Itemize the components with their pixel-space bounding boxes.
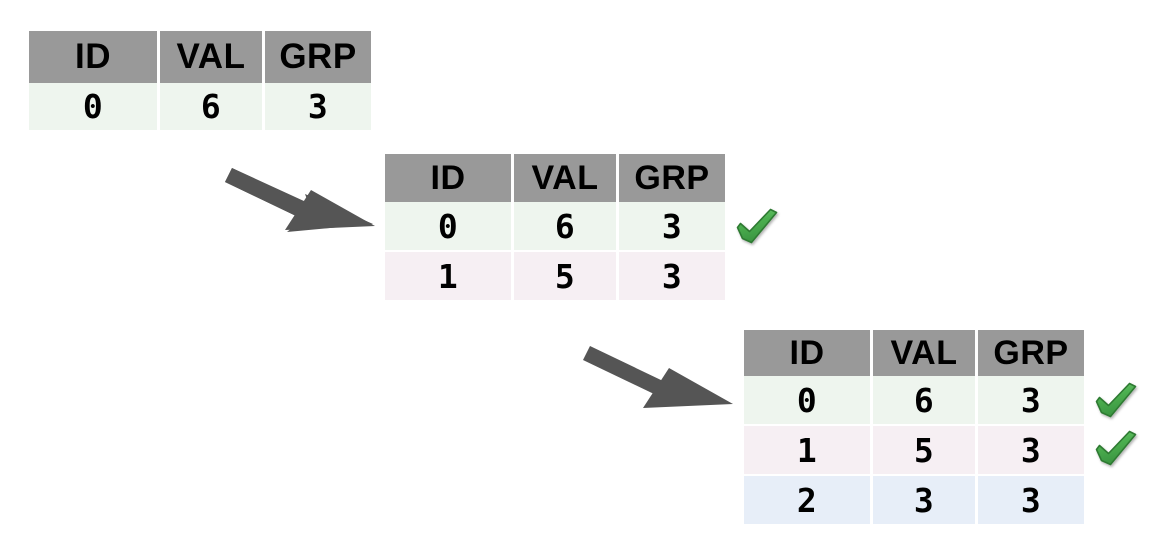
table-row: 0 6 3: [29, 83, 371, 130]
column-divider: [870, 330, 873, 376]
column-divider: [870, 476, 873, 524]
column-divider: [975, 376, 978, 424]
column-header-id: ID: [385, 154, 511, 202]
cell-id: 2: [744, 476, 870, 524]
table-row: 1 5 3: [385, 252, 725, 300]
cell-grp: 3: [978, 426, 1084, 474]
table-row: 2 3 3: [744, 476, 1084, 524]
table-row: 0 6 3: [744, 376, 1084, 424]
column-divider: [870, 376, 873, 424]
column-header-grp: GRP: [978, 330, 1084, 376]
cell-grp: 3: [265, 83, 371, 130]
cell-grp: 3: [978, 476, 1084, 524]
arrow-head: [285, 190, 375, 230]
arrow-step-2-to-3: [583, 346, 733, 408]
column-divider: [262, 83, 265, 130]
cell-grp: 3: [619, 252, 725, 300]
green-check-icon: [1095, 382, 1137, 418]
cell-id: 0: [744, 376, 870, 424]
check-table3-row0: [1095, 382, 1137, 418]
table-step-3: ID VAL GRP 0 6 3 1 5 3 2 3 3: [744, 330, 1084, 524]
green-check-icon: [736, 208, 778, 244]
row-divider: [744, 474, 1084, 476]
cell-val: 6: [160, 83, 262, 130]
column-divider: [616, 252, 619, 300]
column-header-val: VAL: [514, 154, 616, 202]
check-table3-row1: [1095, 430, 1137, 466]
cell-val: 6: [514, 202, 616, 250]
column-divider: [870, 426, 873, 474]
arrow-head: [643, 368, 733, 408]
table-header-row: ID VAL GRP: [385, 154, 725, 202]
cell-val: 5: [873, 426, 975, 474]
table-row: 0 6 3: [385, 202, 725, 250]
cell-val: 5: [514, 252, 616, 300]
column-header-id: ID: [744, 330, 870, 376]
cell-id: 1: [385, 252, 511, 300]
arrow-step-1-to-2: [225, 168, 375, 232]
column-divider: [511, 202, 514, 250]
cell-val: 3: [873, 476, 975, 524]
column-divider: [262, 31, 265, 83]
table-step-1: ID VAL GRP 0 6 3: [29, 31, 371, 130]
column-divider: [975, 476, 978, 524]
table-header-row: ID VAL GRP: [29, 31, 371, 83]
column-divider: [511, 154, 514, 202]
column-divider: [975, 330, 978, 376]
green-check-icon: [1095, 430, 1137, 466]
cell-id: 0: [385, 202, 511, 250]
cell-grp: 3: [978, 376, 1084, 424]
column-header-grp: GRP: [265, 31, 371, 83]
check-table2-row0: [736, 208, 778, 244]
cell-grp: 3: [619, 202, 725, 250]
table-row: 1 5 3: [744, 426, 1084, 474]
column-divider: [616, 202, 619, 250]
table-header-row: ID VAL GRP: [744, 330, 1084, 376]
cell-id: 1: [744, 426, 870, 474]
column-divider: [157, 83, 160, 130]
column-divider: [975, 426, 978, 474]
column-divider: [157, 31, 160, 83]
column-divider: [511, 252, 514, 300]
table-step-2: ID VAL GRP 0 6 3 1 5 3: [385, 154, 725, 300]
row-divider: [744, 424, 1084, 426]
column-header-val: VAL: [160, 31, 262, 83]
cell-val: 6: [873, 376, 975, 424]
column-header-id: ID: [29, 31, 157, 83]
column-header-val: VAL: [873, 330, 975, 376]
row-divider: [385, 250, 725, 252]
column-header-grp: GRP: [619, 154, 725, 202]
cell-id: 0: [29, 83, 157, 130]
column-divider: [616, 154, 619, 202]
